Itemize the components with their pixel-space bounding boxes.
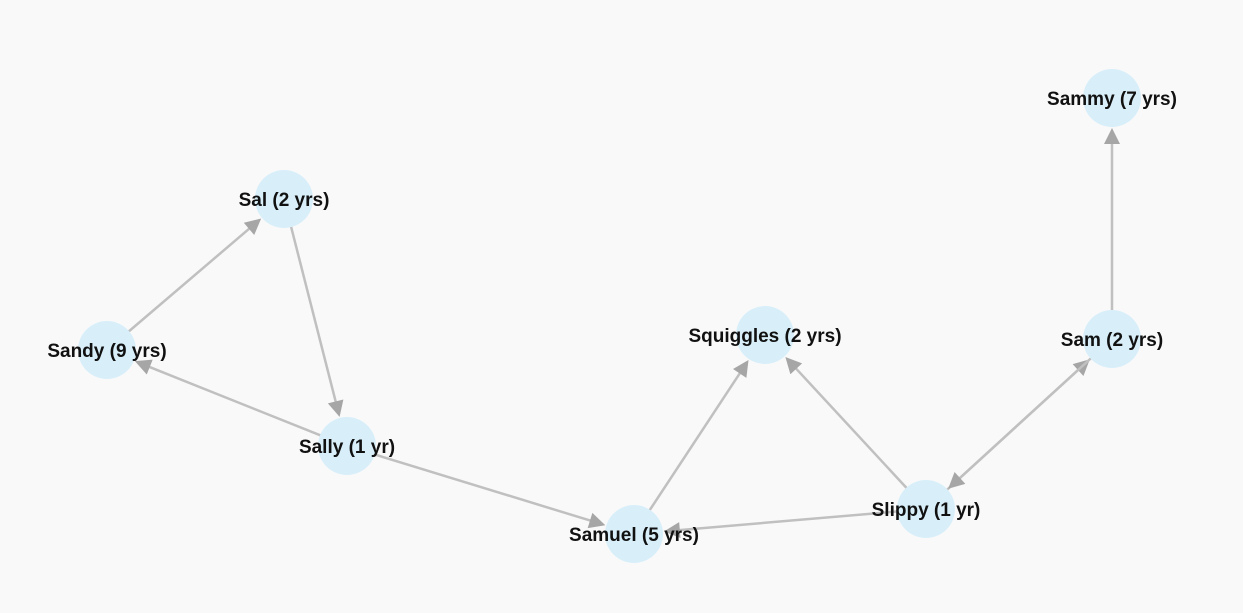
node-circle[interactable] (1083, 69, 1141, 127)
edge-sam-to-slippy (948, 354, 1095, 489)
arrowhead-icon (663, 522, 681, 539)
node-sally[interactable]: Sally (1 yr) (299, 417, 395, 475)
edge-sally-to-sandy (134, 359, 325, 438)
node-sal[interactable]: Sal (2 yrs) (239, 170, 330, 228)
node-sam[interactable]: Sam (2 yrs) (1061, 310, 1163, 368)
arrowhead-icon (327, 399, 344, 417)
node-squiggles[interactable]: Squiggles (2 yrs) (688, 306, 842, 364)
edge-line (957, 354, 1095, 481)
node-circle[interactable] (897, 480, 955, 538)
edge-sally-to-samuel (370, 452, 606, 529)
node-circle[interactable] (605, 505, 663, 563)
node-sandy[interactable]: Sandy (9 yrs) (47, 321, 167, 379)
arrowhead-icon (1104, 128, 1120, 144)
edge-line (147, 365, 325, 438)
edge-sandy-to-sal (125, 218, 262, 335)
edge-line (646, 371, 742, 514)
edges-layer (125, 128, 1120, 539)
node-label: Sammy (7 yrs) (1047, 89, 1177, 110)
arrowhead-icon (243, 218, 262, 235)
node-sammy[interactable]: Sammy (7 yrs) (1047, 69, 1177, 127)
edge-line (793, 366, 910, 492)
node-label: Sandy (9 yrs) (47, 341, 166, 362)
arrowhead-icon (587, 512, 606, 529)
arrowhead-icon (948, 472, 966, 489)
node-circle[interactable] (1083, 310, 1141, 368)
edge-sam-to-sammy (1104, 128, 1120, 314)
arrowhead-icon (785, 357, 803, 375)
node-circle[interactable] (255, 170, 313, 228)
edge-samuel-to-squiggles (646, 360, 749, 514)
node-label: Samuel (5 yrs) (569, 525, 699, 546)
node-label: Squiggles (2 yrs) (688, 326, 841, 347)
edge-line (288, 222, 338, 404)
nodes-layer: Sammy (7 yrs) Sal (2 yrs) Sandy (9 yrs) Squ… (47, 69, 1177, 563)
node-slippy[interactable]: Slippy (1 yr) (872, 480, 981, 538)
node-circle[interactable] (736, 306, 794, 364)
node-label: Sam (2 yrs) (1061, 330, 1163, 351)
edge-line (125, 226, 252, 335)
node-circle[interactable] (78, 321, 136, 379)
arrowhead-icon (134, 359, 153, 375)
edge-slippy-to-squiggles (785, 357, 910, 492)
node-samuel[interactable]: Samuel (5 yrs) (569, 505, 699, 563)
edge-sal-to-sally (288, 222, 344, 417)
node-label: Slippy (1 yr) (872, 500, 981, 521)
node-label: Sal (2 yrs) (239, 190, 330, 211)
node-circle[interactable] (318, 417, 376, 475)
node-label: Sally (1 yr) (299, 437, 395, 458)
arrowhead-icon (733, 360, 749, 378)
edge-slippy-to-samuel (663, 509, 902, 539)
edge-line (370, 452, 593, 523)
edge-line (677, 509, 902, 532)
